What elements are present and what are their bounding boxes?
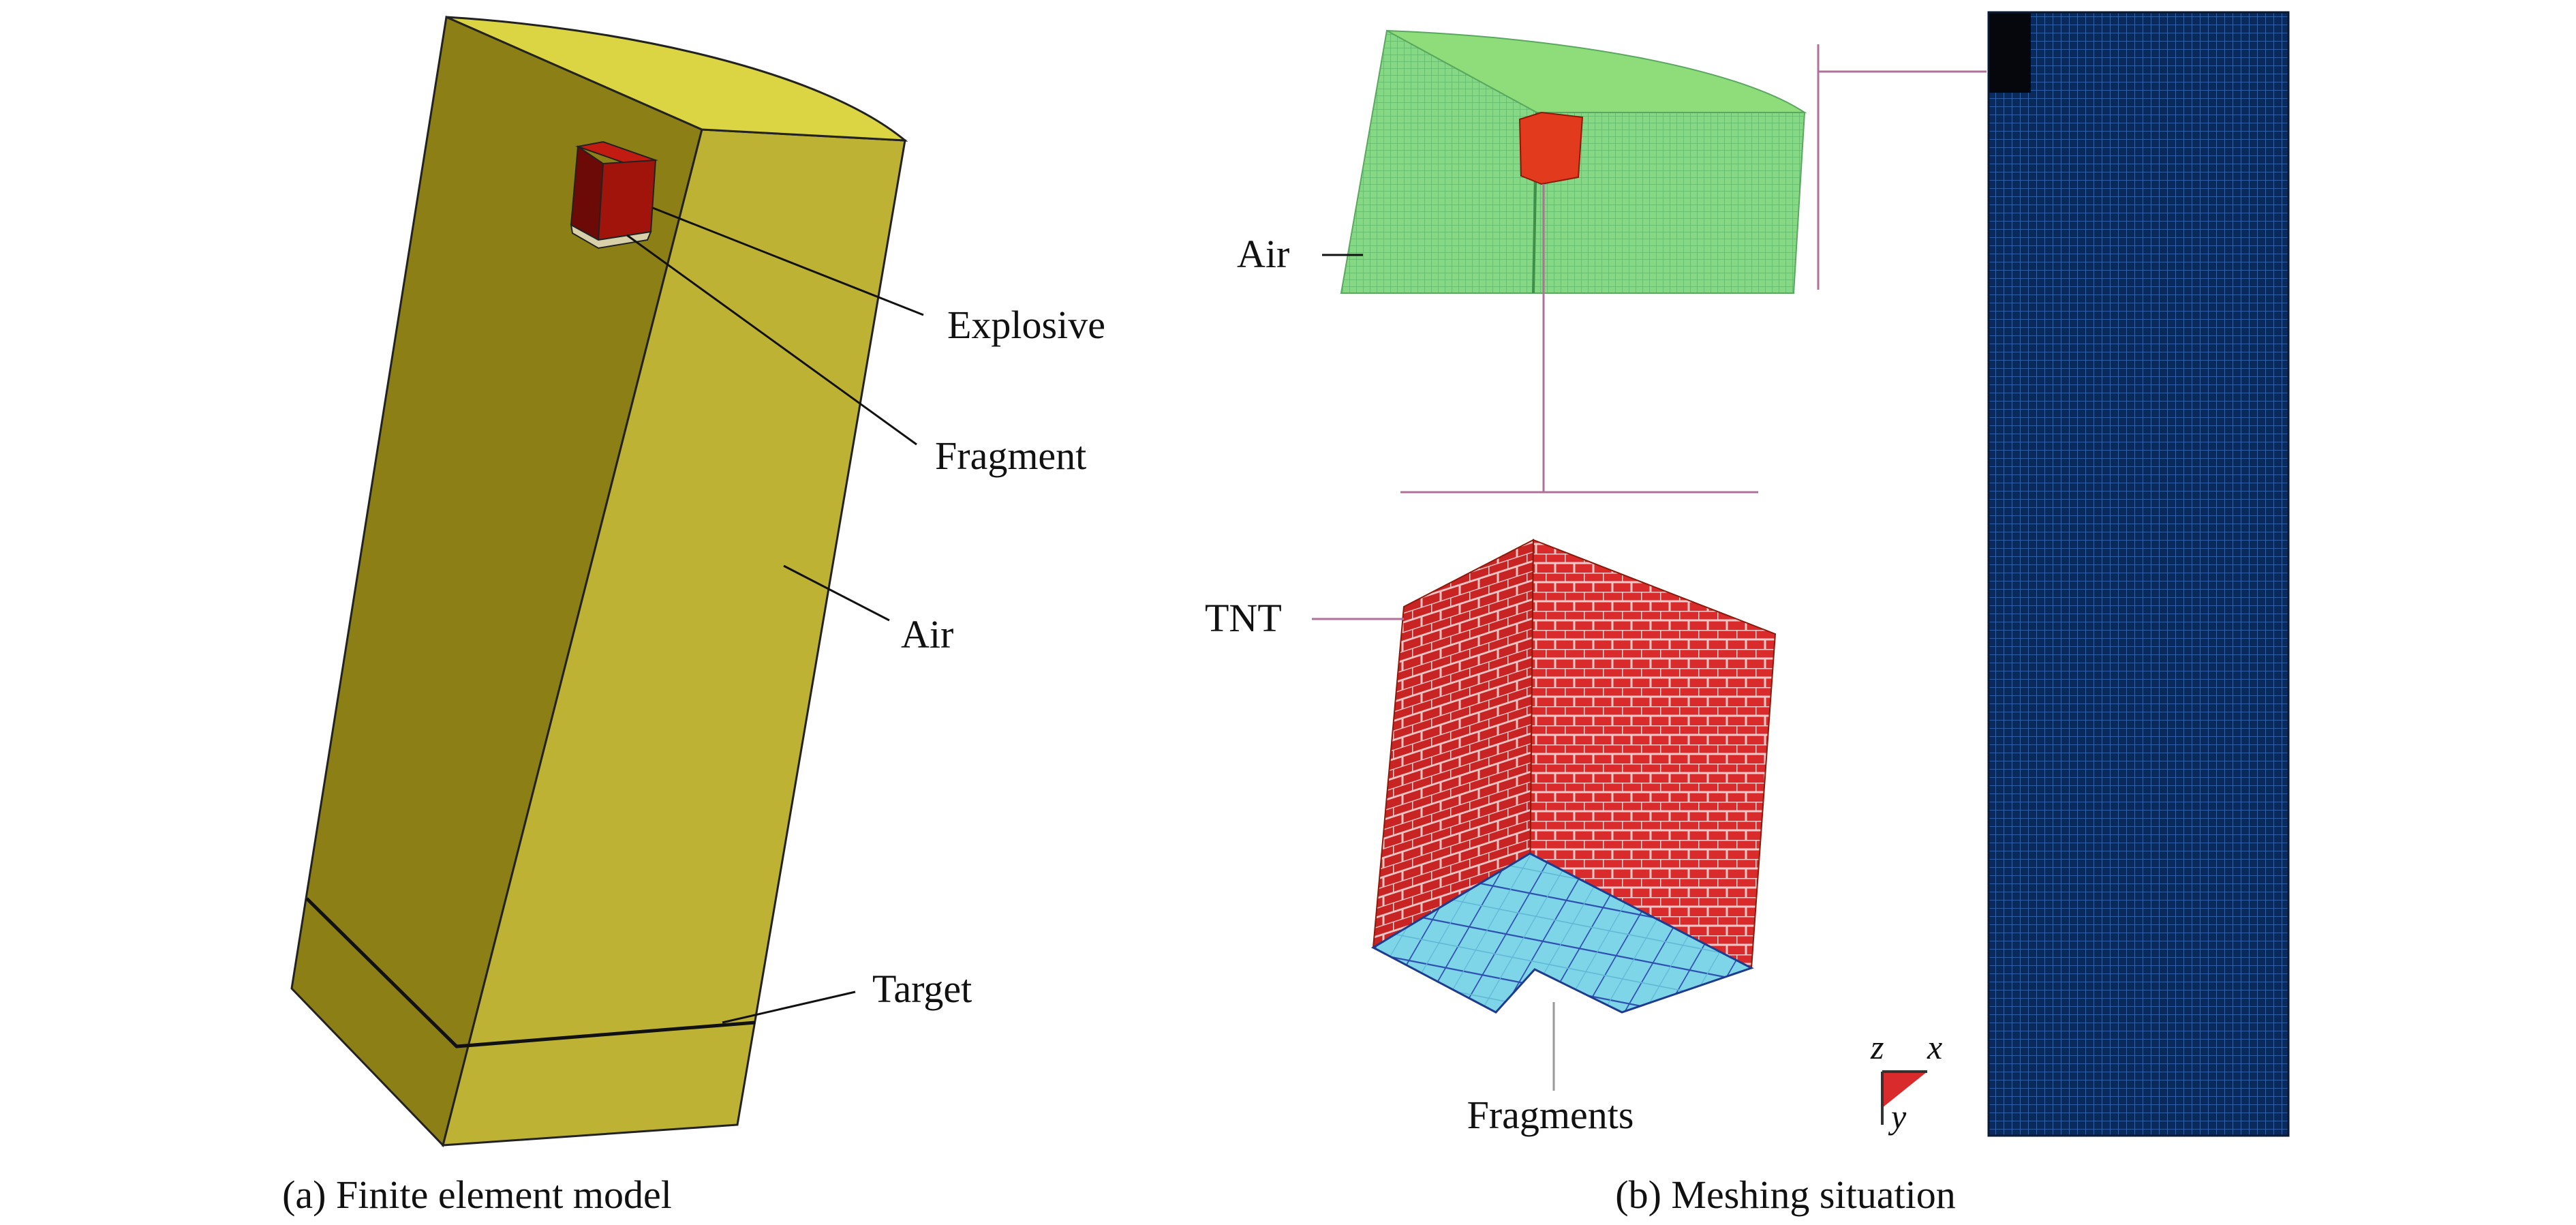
fragment-plate <box>570 224 652 249</box>
fragment-label: Fragment <box>935 434 1086 478</box>
explosive-front-face <box>597 159 657 241</box>
air-mesh-view <box>1340 29 1807 294</box>
caption-b: (b) Meshing situation <box>1615 1173 1955 1217</box>
air-domain-model <box>290 15 908 1147</box>
triad-z-label: z <box>1870 1028 1884 1066</box>
air-label-model: Air <box>901 612 953 656</box>
triad-x-label: x <box>1927 1028 1942 1066</box>
air-mesh-explosive <box>1518 111 1584 185</box>
air-domain-top-face <box>446 16 908 142</box>
explosive-label: Explosive <box>947 303 1105 347</box>
mesh-strip <box>1987 11 2290 1137</box>
target-label: Target <box>872 967 972 1011</box>
coordinate-triad: z x y <box>1870 1028 1942 1136</box>
tnt-label: TNT <box>1205 596 1282 640</box>
tnt-fragment-mesh <box>1370 539 1777 1014</box>
triad-y-label: y <box>1888 1098 1907 1136</box>
caption-a: (a) Finite element model <box>282 1173 672 1217</box>
triad-corner-icon <box>1882 1072 1927 1108</box>
air-label-mesh: Air <box>1237 232 1289 276</box>
fragment-leader <box>626 234 917 446</box>
mesh-strip-body <box>1989 12 2288 1136</box>
fragments-label: Fragments <box>1467 1093 1634 1137</box>
explosive-leader <box>652 207 924 316</box>
panel-b-connectors <box>1400 44 1987 494</box>
air-mesh-top-face <box>1386 30 1807 113</box>
panel-b-leaders <box>1312 254 1555 1091</box>
triad-axes <box>1881 1070 1927 1125</box>
air-leader <box>783 564 890 622</box>
mesh-strip-dense-corner <box>1989 12 2031 93</box>
mesh-strip-border <box>1987 11 2290 1137</box>
target-leader <box>722 990 856 1024</box>
panel-a-leaders <box>626 207 924 1024</box>
explosive-block <box>570 140 658 249</box>
fragment-mesh-bottom <box>1370 852 1754 1014</box>
target-boundary-line <box>305 897 756 1048</box>
